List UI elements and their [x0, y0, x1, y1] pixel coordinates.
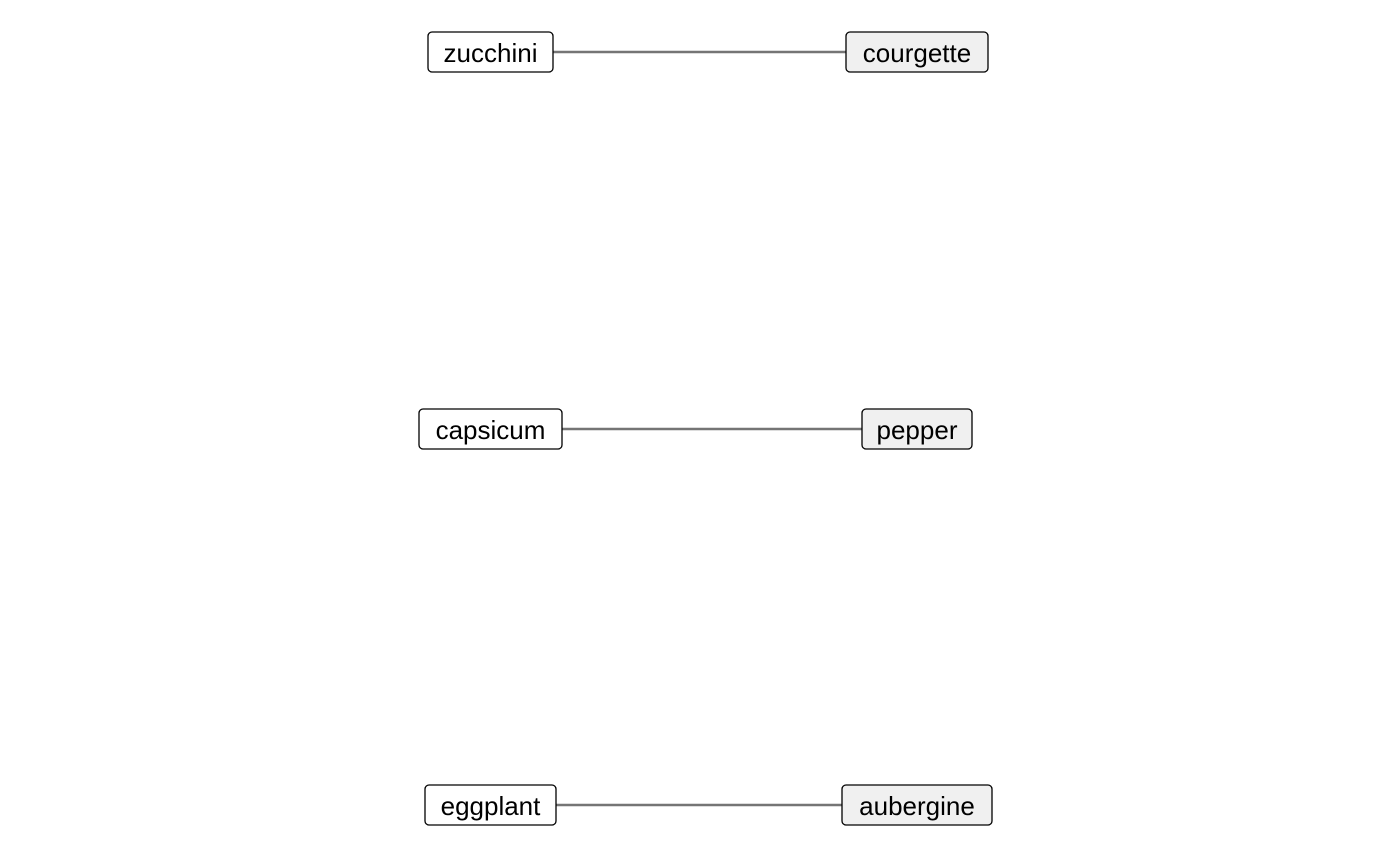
left-node-label: eggplant: [441, 791, 542, 821]
left-node-label: capsicum: [436, 415, 546, 445]
pair-row: capsicum pepper: [418, 408, 973, 450]
left-node: zucchini: [427, 31, 554, 73]
left-node: eggplant: [424, 784, 557, 826]
pair-row: eggplant aubergine: [424, 784, 993, 826]
left-node-box: [424, 784, 557, 826]
right-node-label: aubergine: [859, 791, 975, 821]
left-node-box: [427, 31, 554, 73]
right-node-box: [841, 784, 993, 826]
pair-row: zucchini courgette: [427, 31, 989, 73]
right-node-box: [861, 408, 973, 450]
right-node-box: [845, 31, 989, 73]
left-node-box: [418, 408, 563, 450]
right-node: pepper: [861, 408, 973, 450]
right-node: courgette: [845, 31, 989, 73]
right-node-label: pepper: [877, 415, 958, 445]
left-node: capsicum: [418, 408, 563, 450]
left-node-label: zucchini: [444, 38, 538, 68]
right-node: aubergine: [841, 784, 993, 826]
right-node-label: courgette: [863, 38, 971, 68]
